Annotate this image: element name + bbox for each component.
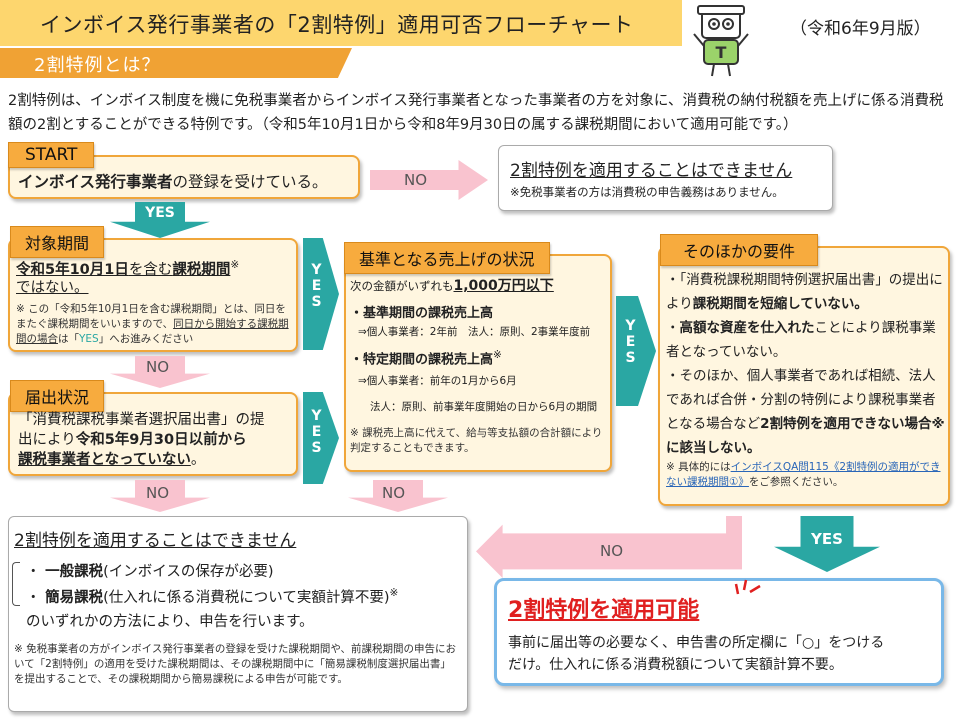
- sales-lead-a: 次の金額がいずれも: [350, 279, 454, 293]
- opt1-b: (インボイスの保存が必要): [103, 564, 274, 580]
- period-line2: ではない。: [16, 278, 89, 299]
- result-ok-desc1: 事前に届出等の必要なく、申告書の所定欄に「○」をつける: [508, 635, 885, 651]
- filing-line2-b: 令和5年9月30日以前から: [75, 432, 247, 448]
- no-label-filing: NO: [146, 484, 170, 502]
- period-tag: 対象期間: [10, 226, 105, 258]
- yes-label-v1: YES: [305, 262, 327, 315]
- result-no-opt1: ・ 一般課税(インボイスの保存が必要): [26, 564, 274, 580]
- yes-label-v2: YES: [305, 408, 327, 461]
- other-box: [658, 246, 950, 506]
- yes-v3-text: YES: [622, 318, 639, 366]
- period-date: 令和5年10月1日: [16, 261, 129, 278]
- other-i2-a: 高額な資産を仕入れた: [679, 320, 815, 336]
- yes-label-v3: YES: [619, 318, 641, 371]
- period-not: ではない。: [16, 280, 89, 296]
- sales-item2-text: ・特定期間の課税売上高: [350, 352, 494, 368]
- other-i1-b: 課税期間を短縮していない。: [692, 296, 868, 312]
- other-note-b: をご参照ください。: [748, 476, 844, 488]
- opt1-a: 一般課税: [45, 564, 104, 580]
- other-i3-a: そのほか、個人事業者であれば相続、法人であれば合併・分割の特例により課税事業者と…: [666, 368, 936, 432]
- no-result-top-title: 2割特例を適用することはできません: [510, 161, 793, 181]
- result-no-opt2: ・ 簡易課税(仕入れに係る消費税について実額計算不要)※: [26, 587, 399, 606]
- other-item1: ・「消費税課税期間特例選択届出書」の提出により課税期間を短縮していない。: [666, 272, 943, 312]
- page-title: インボイス発行事業者の「2割特例」適用可否フローチャート: [40, 13, 634, 37]
- result-ok-desc2: だけ。仕入れに係る消費税額について実額計算不要。: [508, 657, 843, 673]
- opt2-a: 簡易課税: [45, 589, 104, 606]
- other-i3-b: 2割特例を適用できない場合: [760, 416, 932, 432]
- period-note-d: 」へお進みください: [98, 333, 194, 345]
- filing-line3-end: 。: [190, 452, 206, 468]
- filing-tag: 届出状況: [10, 380, 105, 412]
- other-tag: そのほかの要件: [660, 234, 819, 266]
- sales-lead: 次の金額がいずれも1,000万円以下: [350, 278, 554, 294]
- period-note-a: ※ この「令和5年10月1日を含む課税期間」とは、同日をまたぐ課税期間をいいます…: [16, 303, 286, 330]
- sales-item2-sub1: ⇒個人事業者：前年の1月から6月: [358, 375, 517, 387]
- other-item2: ・高額な資産を仕入れたことにより課税事業者となっていない。: [666, 320, 936, 360]
- filing-line1: 「消費税課税事業者選択届出書」の提: [18, 412, 265, 428]
- filing-line2-a: 出により: [18, 432, 76, 448]
- period-note-yes: YES: [79, 333, 99, 345]
- yes-label-start: YES: [145, 205, 175, 221]
- no-label-period: NO: [146, 358, 170, 376]
- result-ok-box: [494, 578, 944, 686]
- result-no-box: [8, 516, 468, 712]
- subtitle-band: [0, 48, 352, 78]
- no-label-other: NO: [600, 542, 624, 560]
- opt2-sup: ※: [389, 587, 399, 599]
- filing-line2: 出により令和5年9月30日以前から: [18, 430, 247, 451]
- yes-label-other: YES: [811, 530, 843, 548]
- sales-box: [344, 254, 612, 472]
- filing-line3: 課税事業者となっていない。: [18, 450, 205, 471]
- other-i3-c: ※に該当しない。: [666, 416, 945, 456]
- period-line1: 令和5年10月1日を含む課税期間※: [16, 258, 239, 281]
- other-item3: ・そのほか、個人事業者であれば相続、法人であれば合併・分割の特例により課税事業者…: [666, 368, 945, 456]
- period-sup: ※: [230, 259, 240, 271]
- opt2-b: (仕入れに係る消費税について実額計算不要): [103, 589, 390, 606]
- subtitle: 2割特例とは？: [34, 55, 161, 76]
- period-text-include: を含む: [128, 261, 173, 278]
- other-i1-a: 「消費税課税期間特例選択届出書」の提出により: [666, 272, 943, 312]
- no-label-top: NO: [404, 171, 428, 189]
- period-note-b: 同日から開始する課税期間の場合: [16, 318, 289, 345]
- result-no-tail: のいずれかの方法により、申告を行います。: [26, 614, 314, 630]
- period-note: ※ この「令和5年10月1日を含む課税期間」とは、同日をまたぐ課税期間をいいます…: [16, 302, 294, 347]
- other-i2-b: ことにより課税事業者となっていない。: [666, 320, 936, 360]
- edition-label: （令和6年9月版）: [790, 19, 931, 39]
- no-result-top-note: ※免税事業者の方は消費税の申告義務はありません。: [510, 185, 784, 199]
- start-text-bold: インボイス発行事業者: [18, 173, 173, 191]
- filing-line3-text: 課税事業者となっていない: [18, 452, 191, 468]
- period-note-c: は「: [58, 333, 79, 345]
- no-arrow-top: [370, 160, 488, 200]
- sales-note: ※ 課税売上高に代えて、給与等支払額の合計額により判定することもできます。: [350, 427, 603, 454]
- sales-item2: ・特定期間の課税売上高※: [350, 348, 502, 367]
- no-result-top-box: [498, 145, 833, 211]
- yes-v1-text: YES: [308, 262, 325, 310]
- period-text-term: 課税期間: [172, 261, 231, 278]
- sales-tag: 基準となる売上げの状況: [344, 242, 550, 274]
- other-note-a: ※ 具体的には: [666, 461, 731, 473]
- mascot-icon: T: [690, 4, 752, 80]
- start-text-rest: の登録を受けている。: [172, 173, 328, 191]
- result-no-note: ※ 免税事業者の方がインボイス発行事業者の登録を受けた課税期間や、前課税期間の申…: [14, 643, 457, 685]
- header-band: [0, 0, 682, 46]
- other-note: ※ 具体的にはインボイスQA問115《2割特例の適用ができない課税期間①》をご参…: [666, 460, 946, 490]
- result-no-title: 2割特例を適用することはできません: [14, 531, 297, 551]
- svg-text:T: T: [716, 43, 727, 62]
- sparkle-icon: [734, 576, 764, 598]
- start-text: インボイス発行事業者の登録を受けている。: [18, 172, 328, 193]
- sales-item1: ・基準期間の課税売上高: [350, 306, 494, 321]
- no-label-sales: NO: [382, 484, 406, 502]
- start-tag: START: [8, 142, 95, 168]
- sales-item2-sup: ※: [493, 349, 502, 361]
- other-note-link[interactable]: インボイスQA問115《2割特例の適用ができない課税期間①》: [666, 461, 941, 488]
- intro-text: 2割特例は、インボイス制度を機に免税事業者からインボイス発行事業者となった事業者…: [8, 93, 944, 133]
- result-ok-title: 2割特例を適用可能: [508, 598, 700, 623]
- yes-v2-text: YES: [308, 408, 325, 456]
- sales-lead-b: 1,000万円以下: [453, 278, 554, 294]
- sales-item1-sub: ⇒個人事業者：2年前 法人：原則、2事業年度前: [358, 326, 591, 338]
- result-no-bracket: [12, 562, 20, 606]
- sales-item2-sub2: 法人：原則、前事業年度開始の日から6月の期間: [370, 401, 598, 413]
